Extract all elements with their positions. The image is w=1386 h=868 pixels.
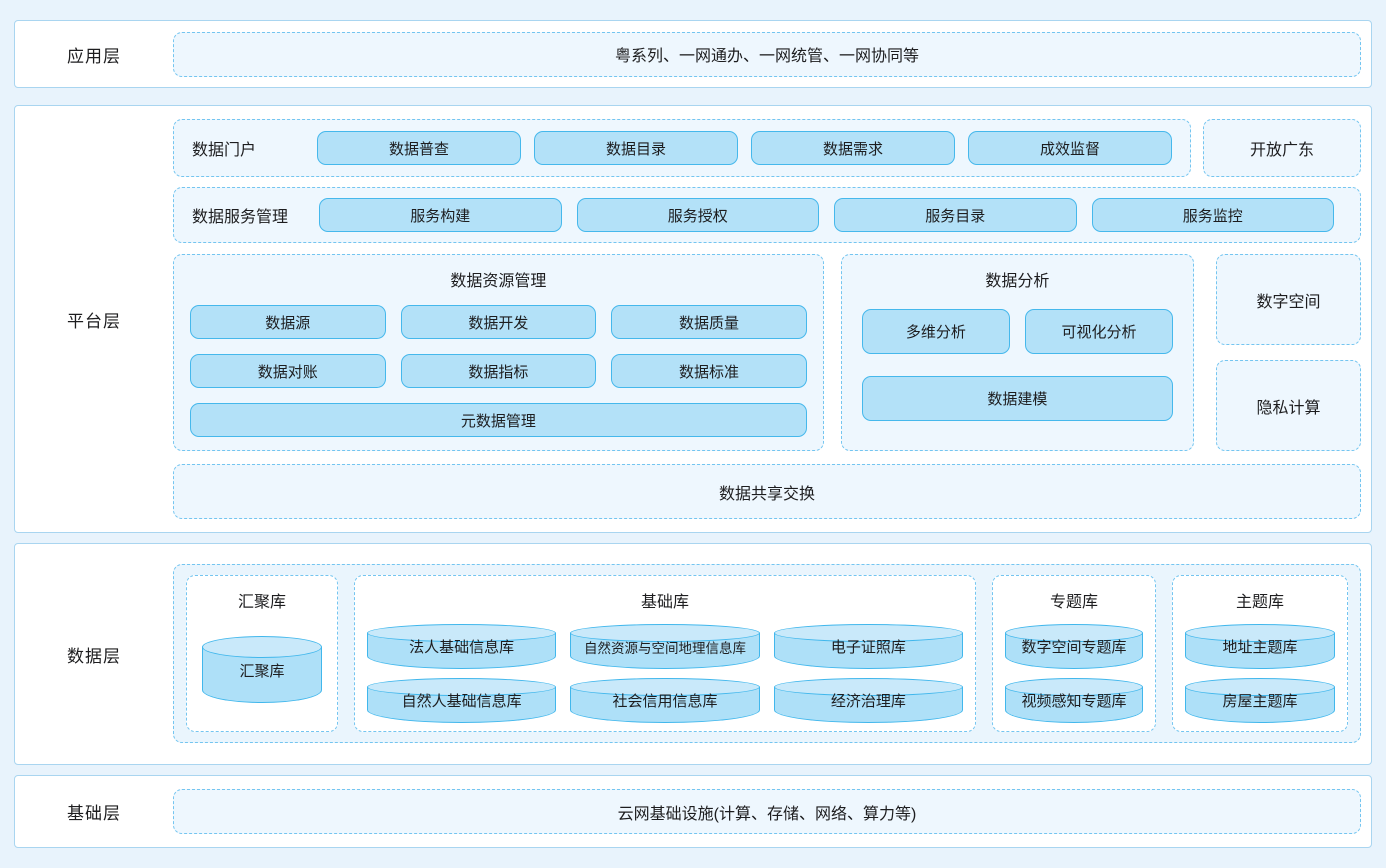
db-cylinder: 社会信用信息库 [570,678,760,723]
cylinder-label: 自然资源与空间地理信息库 [583,640,746,656]
platform-layer-label: 平台层 [67,311,121,331]
data-service-row: 数据服务管理 服务构建 服务授权 服务目录 服务监控 [173,187,1361,243]
data-share-row: 数据共享交换 [173,464,1361,519]
service-catalog-chip: 服务目录 [834,198,1077,232]
cylinder-top [367,624,557,642]
cloud-network-infrastructure-box: 云网基础设施(计算、存储、网络、算力等) [173,789,1361,834]
platform-layer-content: 数据门户 数据普查 数据目录 数据需求 成效监督 开放广东 数据服务管理 服务构… [173,106,1371,532]
cylinder-body: 社会信用信息库 [570,687,760,723]
db-cylinder: 汇聚库 [202,636,322,703]
data-develop-chip: 数据开发 [400,305,597,339]
db-cylinder: 房屋主题库 [1185,678,1335,723]
data-layer-container: 汇聚库 汇聚库 基础库 法人基础信息库 [173,564,1361,743]
db-cylinder: 数字空间专题库 [1005,624,1143,669]
theme-db-stack: 地址主题库 房屋主题库 [1185,624,1335,723]
cylinder-top [367,678,557,696]
cylinder-top [1185,624,1335,642]
data-analysis-panel: 数据分析 多维分析 可视化分析 数据建模 [840,254,1194,451]
application-layer-label: 应用层 [67,46,121,66]
data-quality-chip: 数据质量 [611,305,807,339]
aggregation-db-title: 汇聚库 [237,594,286,611]
cylinder-label: 汇聚库 [239,663,285,681]
special-db-stack: 数字空间专题库 视频感知专题库 [1005,624,1143,723]
digital-space-box: 数字空间 [1216,254,1361,345]
data-service-label: 数据服务管理 [192,209,289,226]
db-cylinder: 电子证照库 [773,624,963,669]
effect-supervision-chip: 成效监督 [968,131,1172,165]
cylinder-top [1005,624,1143,642]
data-layer-label: 数据层 [67,646,121,666]
data-analysis-grid: 多维分析 可视化分析 [861,309,1173,354]
data-service-group: 数据服务管理 服务构建 服务授权 服务目录 服务监控 [173,187,1361,243]
data-resource-grid: 数据源 数据开发 数据质量 数据对账 数据指标 数据标准 [190,305,807,388]
cylinder-top [570,624,760,642]
data-resource-panel: 数据资源管理 数据源 数据开发 数据质量 数据对账 数据指标 数据标准 元数据管… [173,254,824,451]
theme-db-title: 主题库 [1235,594,1284,611]
data-reconcile-chip: 数据对账 [190,354,386,388]
theme-db-group: 主题库 地址主题库 房屋主题库 [1172,575,1348,732]
basic-db-group: 基础库 法人基础信息库 自然资源与空间地理信息库 [354,575,976,732]
data-standard-chip: 数据标准 [611,354,807,388]
cylinder-label: 视频感知专题库 [1021,693,1127,711]
cylinder-label: 法人基础信息库 [409,639,515,657]
platform-middle-row: 数据资源管理 数据源 数据开发 数据质量 数据对账 数据指标 数据标准 元数据管… [173,254,1361,451]
cylinder-label: 地址主题库 [1222,639,1298,657]
db-cylinder: 自然人基础信息库 [367,678,557,723]
special-db-title: 专题库 [1049,594,1098,611]
infrastructure-layer-label: 基础层 [67,804,121,823]
cylinder-top [1005,678,1143,696]
basic-db-grid: 法人基础信息库 自然资源与空间地理信息库 电子证照库 [367,624,963,723]
data-indicator-chip: 数据指标 [400,354,597,388]
basic-db-title: 基础库 [640,594,689,611]
application-scope-box: 粤系列、一网通办、一网统管、一网协同等 [173,31,1361,77]
db-cylinder: 地址主题库 [1185,624,1335,669]
service-build-chip: 服务构建 [319,198,562,232]
cylinder-body: 数字空间专题库 [1005,633,1143,669]
cylinder-label: 房屋主题库 [1222,693,1298,711]
cylinder-top [773,678,963,696]
open-guangdong-box: 开放广东 [1203,119,1361,177]
metadata-management-chip: 元数据管理 [190,403,807,437]
application-layer-band: 应用层 粤系列、一网通办、一网统管、一网协同等 [14,20,1372,88]
cylinder-body: 视频感知专题库 [1005,687,1143,723]
service-authorize-chip: 服务授权 [576,198,819,232]
multidim-analysis-chip: 多维分析 [861,309,1010,354]
data-source-chip: 数据源 [190,305,386,339]
cylinder-label: 自然人基础信息库 [401,693,522,711]
infrastructure-layer-band: 基础层 云网基础设施(计算、存储、网络、算力等) [14,775,1372,848]
cylinder-label: 电子证照库 [830,639,906,657]
service-monitor-chip: 服务监控 [1091,198,1334,232]
data-portal-row: 数据门户 数据普查 数据目录 数据需求 成效监督 开放广东 [173,119,1361,177]
data-modeling-chip: 数据建模 [861,376,1173,421]
privacy-computing-box: 隐私计算 [1216,360,1361,451]
db-cylinder: 视频感知专题库 [1005,678,1143,723]
special-db-group: 专题库 数字空间专题库 视频感知专题库 [992,575,1156,732]
data-portal-group: 数据门户 数据普查 数据目录 数据需求 成效监督 [173,119,1191,177]
platform-side-column: 数字空间 隐私计算 [1216,254,1361,451]
cylinder-top [1185,678,1335,696]
db-cylinder: 法人基础信息库 [367,624,557,669]
cylinder-label: 数字空间专题库 [1021,639,1127,657]
db-cylinder: 经济治理库 [773,678,963,723]
visual-analysis-chip: 可视化分析 [1024,309,1173,354]
cylinder-label: 社会信用信息库 [612,693,718,711]
db-cylinder: 自然资源与空间地理信息库 [570,624,760,669]
cylinder-top [570,678,760,696]
platform-layer-band: 平台层 数据门户 数据普查 数据目录 数据需求 成效监督 开放广东 数据服务管理… [14,105,1372,533]
cylinder-label: 经济治理库 [830,693,906,711]
data-layer-band: 数据层 汇聚库 汇聚库 基础库 [14,543,1372,765]
data-census-chip: 数据普查 [317,131,521,165]
data-demand-chip: 数据需求 [751,131,955,165]
data-analysis-title: 数据分析 [985,273,1050,290]
data-layer-content: 汇聚库 汇聚库 基础库 法人基础信息库 [173,544,1371,764]
data-resource-title: 数据资源管理 [450,273,547,290]
cylinder-top [773,624,963,642]
data-catalog-chip: 数据目录 [534,131,738,165]
data-portal-label: 数据门户 [192,142,257,159]
infrastructure-layer-content: 云网基础设施(计算、存储、网络、算力等) [173,776,1371,847]
aggregation-db-group: 汇聚库 汇聚库 [186,575,338,732]
data-share-exchange-box: 数据共享交换 [173,464,1361,519]
cylinder-top [202,636,322,658]
application-layer-content: 粤系列、一网通办、一网统管、一网协同等 [173,21,1371,87]
